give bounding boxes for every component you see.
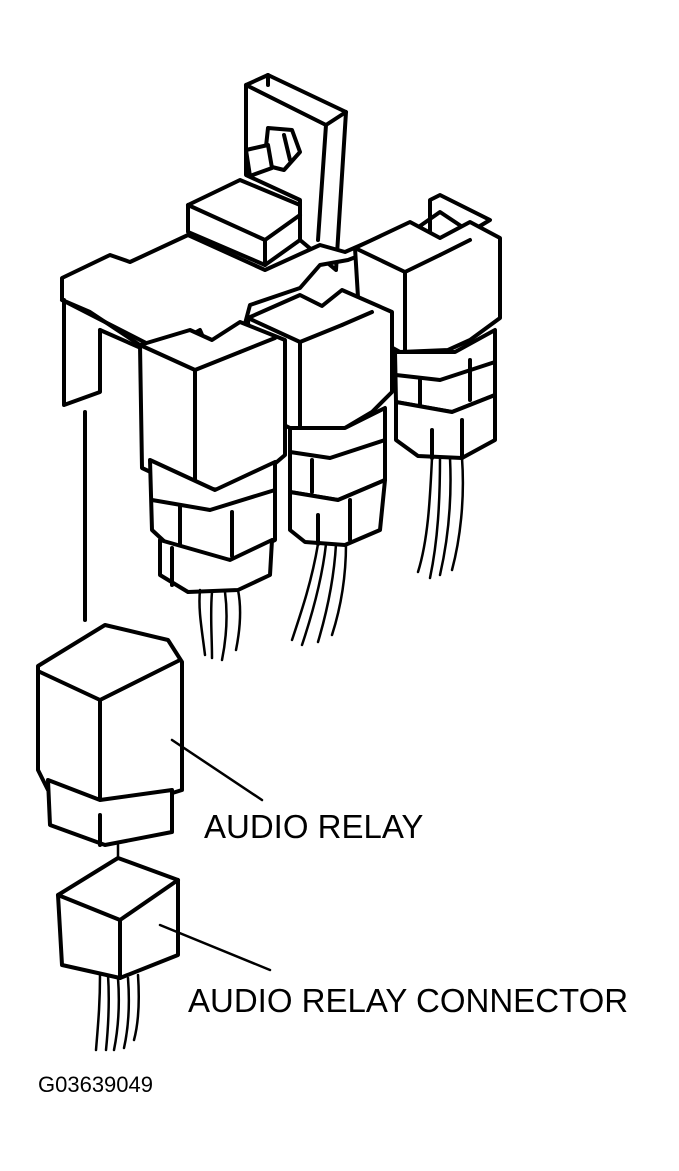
audio-relay-connector-body xyxy=(56,856,180,980)
figure-id-caption: G03639049 xyxy=(38,1072,153,1097)
audio-relay-connector-leader-line xyxy=(158,923,272,972)
mounted-relay-1-wires xyxy=(198,588,242,662)
mounted-relay-3-wires xyxy=(416,456,465,580)
audio-relay-body xyxy=(36,623,184,847)
audio-relay-connector-wires xyxy=(94,973,141,1052)
audio-relay-label: AUDIO RELAY xyxy=(204,808,424,845)
bracket-base-block xyxy=(186,178,302,267)
audio-relay-leader-line xyxy=(170,738,264,802)
mounted-relay-1 xyxy=(138,320,287,594)
mounted-relay-2-wires xyxy=(290,542,348,647)
mounting-bolt xyxy=(244,126,302,178)
audio-relay-connector-label: AUDIO RELAY CONNECTOR xyxy=(188,982,629,1019)
